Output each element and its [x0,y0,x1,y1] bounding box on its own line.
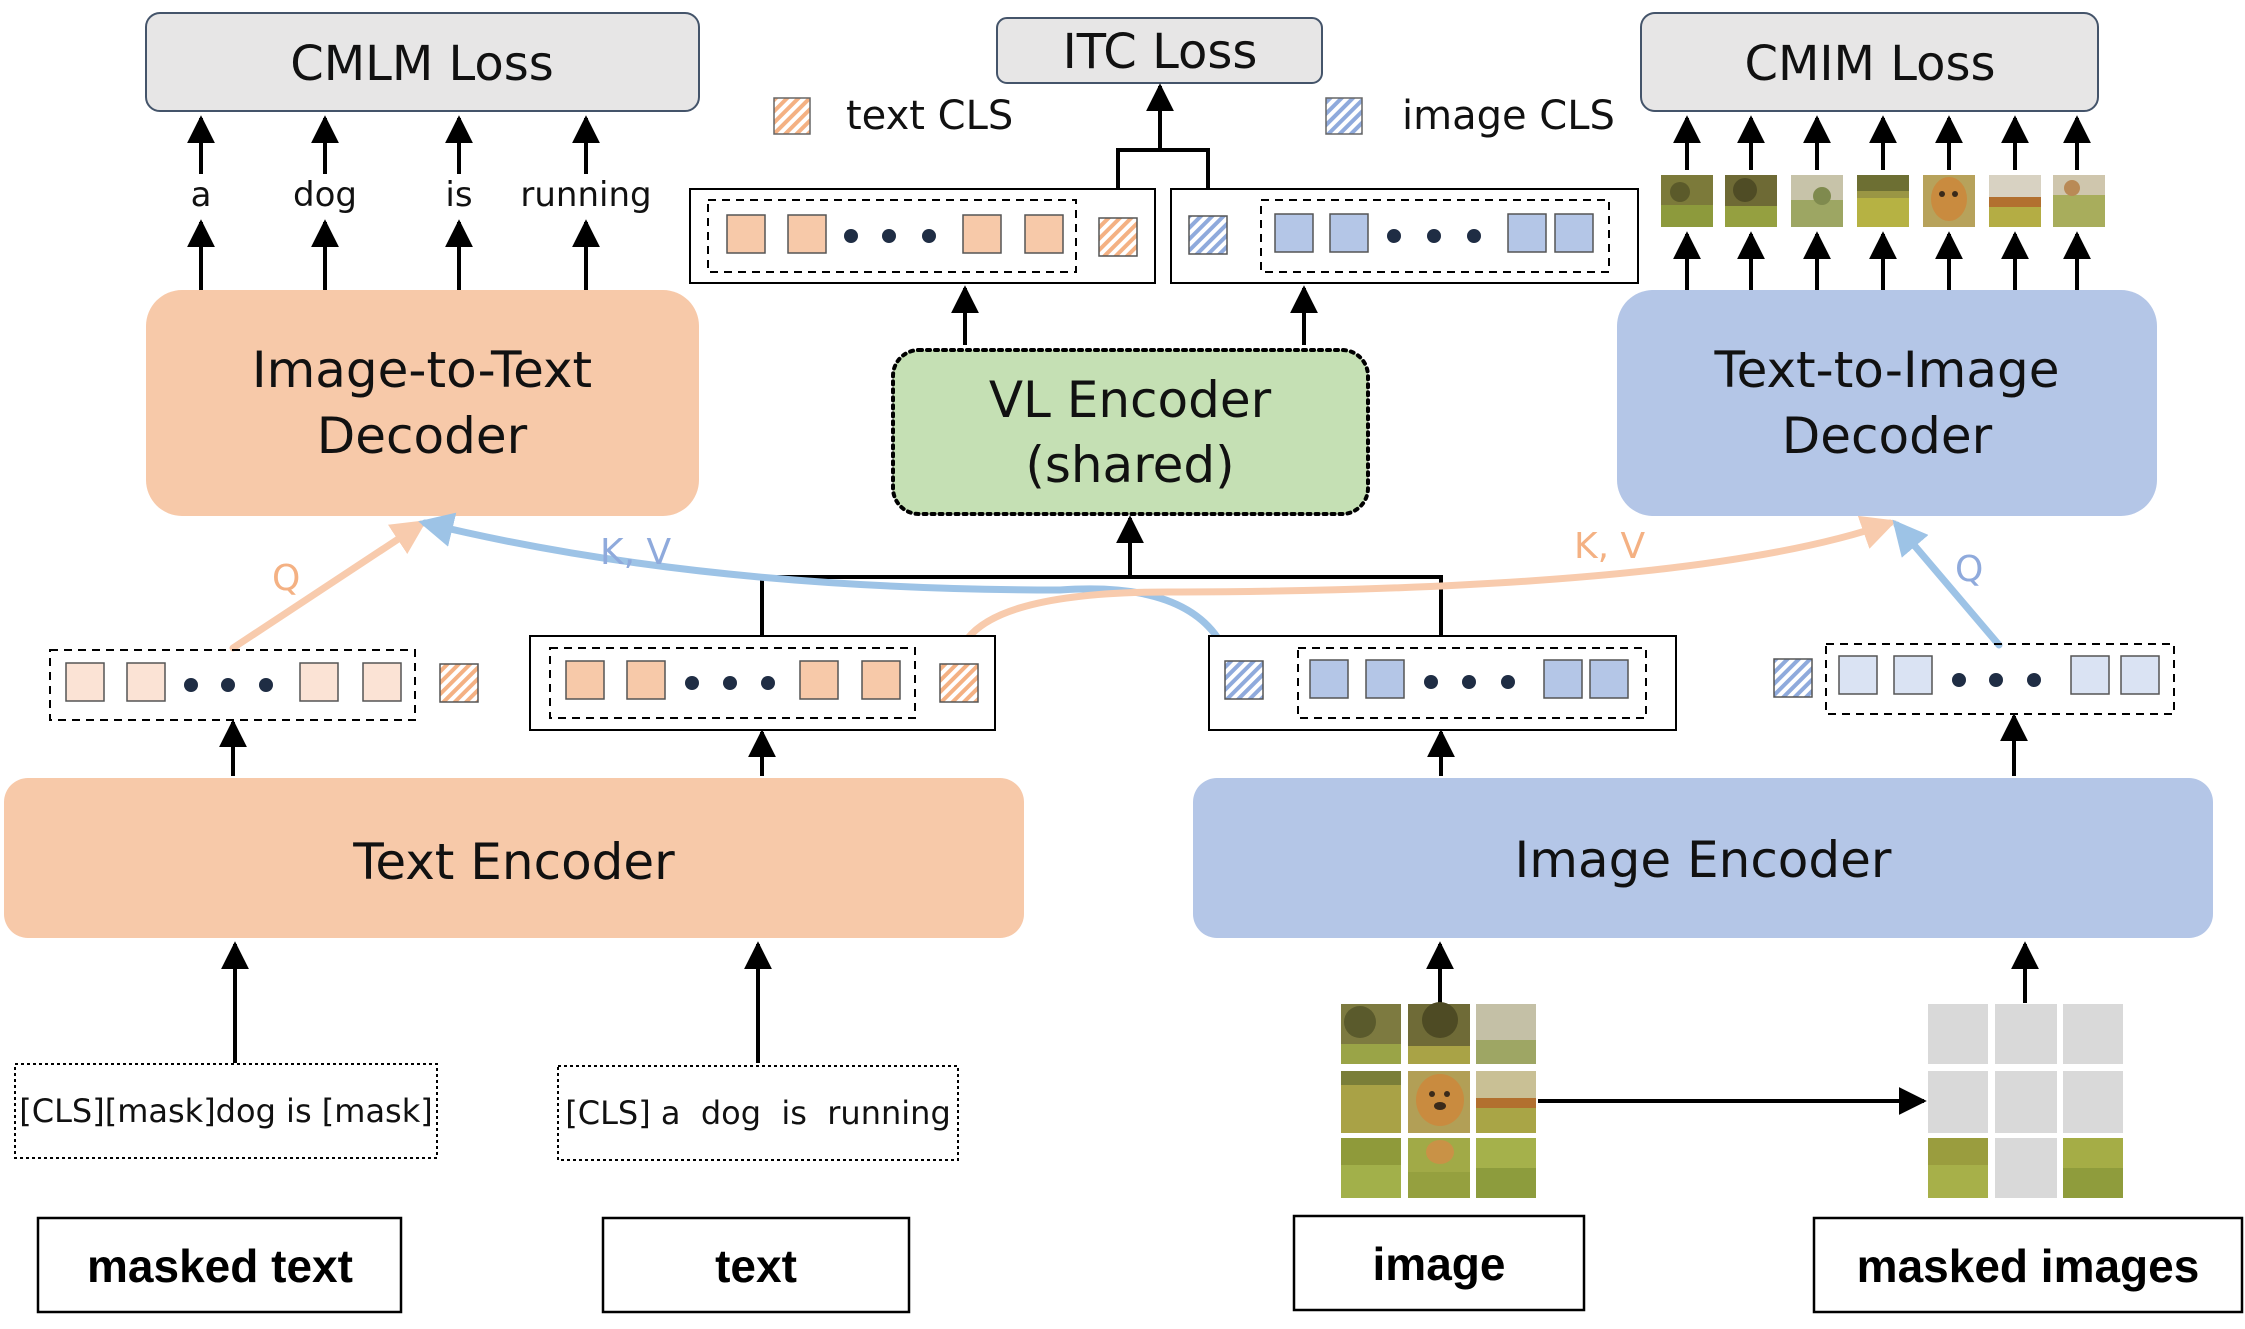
cmim-loss-label: CMIM Loss [1744,36,1995,92]
kv-left-arrow [418,512,1233,664]
word-running: running [520,175,651,215]
itc-loss-box: ITC Loss [996,17,1323,84]
kv-right-arrow [954,515,1897,664]
image-cls-token-top [1188,215,1228,255]
word-dog: dog [293,175,357,215]
i2t-decoder-line2: Decoder [317,407,528,465]
cmlm-loss-box: CMLM Loss [145,12,700,112]
masked-image-cls-token [1773,658,1813,698]
legend: text CLS image CLS [773,93,1615,139]
image-encoder: Image Encoder [1193,778,2213,938]
text-encoder-label: Text Encoder [352,833,675,891]
vl-encoder: VL Encoder (shared) [891,348,1370,516]
image-encoder-label: Image Encoder [1515,831,1892,889]
encoder-output-arrows [219,713,2028,776]
t2i-decoder-line2: Decoder [1782,407,1993,465]
word-a: a [191,175,212,215]
masked-text-cls-token [439,663,479,703]
text-tokens: [CLS] a dog is running [565,1094,951,1132]
masked-images-caption: masked images [1812,1216,2244,1314]
text-to-image-decoder: Text-to-Image Decoder [1617,290,2157,516]
masked-text-tokens: [CLS][mask]dog is [mask] [19,1092,432,1130]
i2t-decoder-line1: Image-to-Text [252,341,592,399]
input-arrows [221,941,2039,1115]
text-features-mid [529,635,996,731]
cmim-output [1661,115,2105,290]
cmim-loss-box: CMIM Loss [1640,12,2099,112]
vl-encoder-line1: VL Encoder [989,371,1272,429]
q-right-arrow [1892,519,2003,649]
vl-encoder-line2: (shared) [1025,436,1234,494]
text-caption-label: text [715,1240,797,1292]
kv-left-label: K, V [600,532,671,573]
image-features-mid [1208,635,1677,731]
masked-text-caption: masked text [36,1216,403,1314]
word-is: is [445,175,472,215]
image-cls-legend-swatch [1325,97,1363,135]
text-input: [CLS] a dog is running [557,1065,959,1161]
masked-text-input: [CLS][mask]dog is [mask] [14,1063,438,1159]
itc-loss-label: ITC Loss [1063,24,1258,80]
text-cls-legend-swatch [773,97,811,135]
attention-arrows [229,512,2003,664]
patch-5 [1923,175,1975,227]
cmlm-loss-label: CMLM Loss [290,36,554,92]
vl-encoder-input-connectors [760,515,1443,636]
patch-7 [2053,175,2105,227]
text-caption: text [601,1216,911,1314]
text-cls-token-mid [939,663,979,703]
image-cls-legend-label: image CLS [1402,93,1615,139]
q-right-label: Q [1955,549,1983,590]
text-encoder: Text Encoder [4,778,1024,938]
text-features-top [689,188,1156,284]
masked-image-features [1773,643,2175,715]
q-left-label: Q [272,558,300,599]
patch-6 [1989,175,2041,227]
patch-4 [1857,175,1909,227]
image-cls-token-mid [1224,660,1264,700]
masked-text-caption-label: masked text [87,1240,353,1292]
patch-2 [1725,175,1777,227]
text-cls-token-top [1098,217,1138,257]
patch-3 [1791,175,1843,227]
image-features-top [1170,188,1639,284]
image-to-text-decoder: Image-to-Text Decoder [146,290,699,516]
reconstructed-patches [1661,175,2105,227]
image-caption-label: image [1373,1238,1506,1290]
t2i-decoder-line1: Text-to-Image [1714,341,2060,399]
cmlm-output-arrows [187,115,600,290]
kv-right-label: K, V [1574,526,1645,567]
text-cls-legend-label: text CLS [846,93,1013,139]
masked-text-features [49,649,479,721]
q-left-arrow [229,520,427,652]
itc-connectors [951,83,1318,345]
patch-1 [1661,175,1713,227]
input-image-grid [1341,1002,1536,1198]
image-caption: image [1292,1214,1586,1312]
masked-image-grid [1928,1004,2123,1198]
decoded-words: a dog is running [191,175,652,215]
masked-images-caption-label: masked images [1857,1240,2200,1292]
